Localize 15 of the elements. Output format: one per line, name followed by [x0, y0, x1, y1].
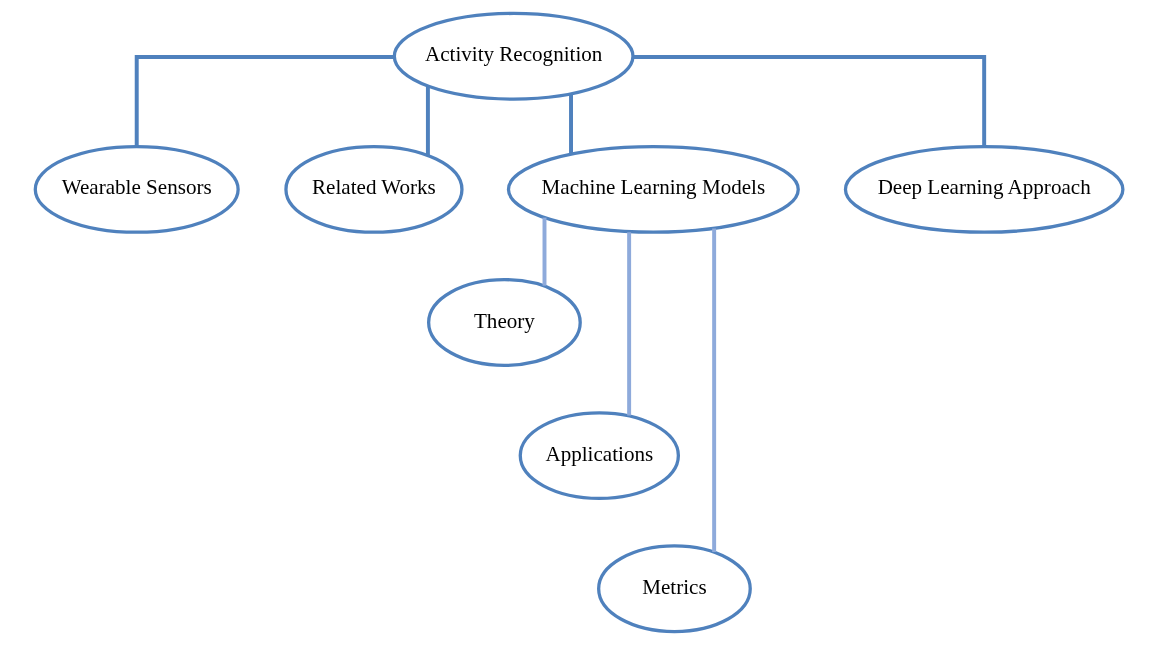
connector — [627, 232, 632, 416]
connector — [542, 217, 547, 286]
node-ellipse: Related Works — [284, 144, 464, 234]
node-ellipse: Applications — [518, 411, 680, 501]
node-ellipse: Wearable Sensors — [33, 144, 240, 234]
connector — [569, 94, 573, 154]
connector — [633, 54, 987, 147]
node-ellipse: Metrics — [597, 544, 752, 634]
connector — [712, 228, 717, 552]
connector — [134, 54, 394, 147]
node-ellipse: Activity Recognition — [392, 11, 635, 101]
node-ellipse: Deep Learning Approach — [843, 144, 1125, 234]
node-ellipse: Machine Learning Models — [506, 144, 800, 234]
connector — [425, 86, 430, 156]
node-ellipse: Theory — [427, 278, 582, 367]
